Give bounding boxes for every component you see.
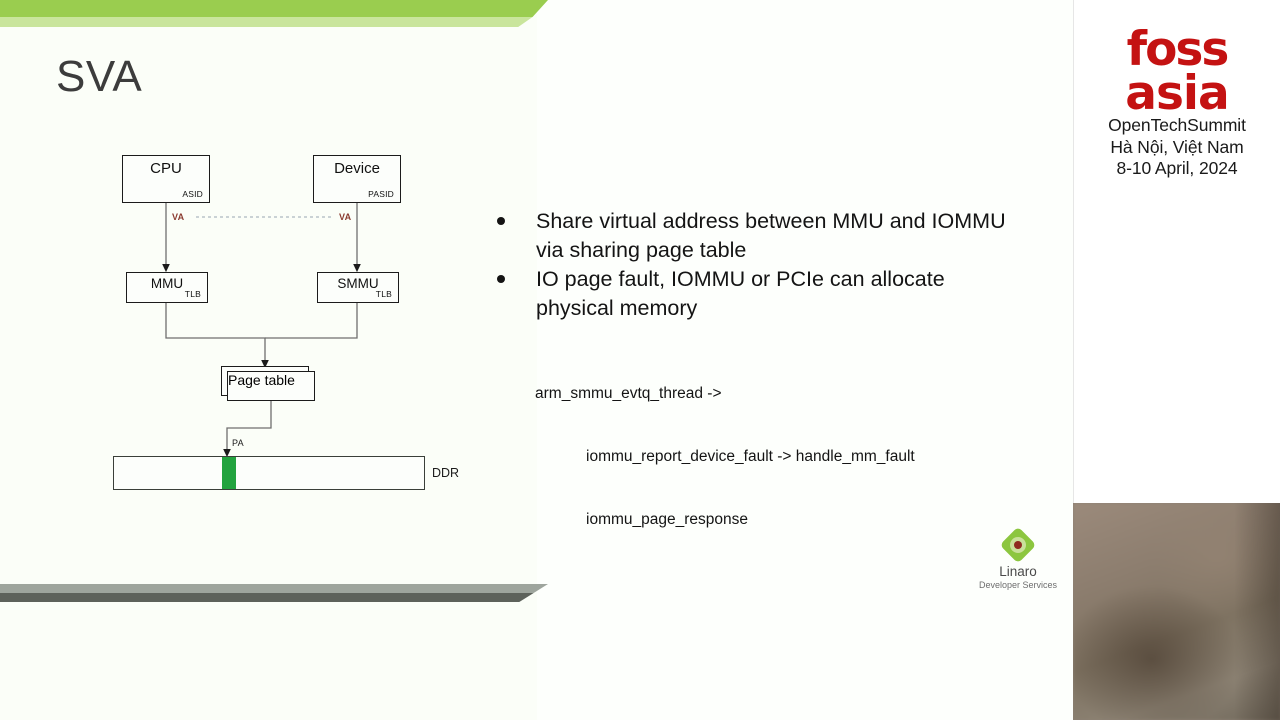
smmu-tlb-label: TLB [375, 289, 392, 299]
fossasia-logo-line-2: asia [1125, 66, 1230, 121]
diagram-box-smmu: SMMU TLB [317, 272, 399, 303]
top-green-banner-shadow [0, 17, 533, 27]
linaro-center-dot [1014, 541, 1022, 549]
ddr-label: DDR [432, 466, 460, 480]
slide-right-wash [537, 0, 1073, 720]
event-location: Hà Nội, Việt Nam [1110, 136, 1244, 157]
bullet-text: IO page fault, IOMMU or PCIe can allocat… [536, 267, 945, 320]
diagram-box-page-table: Page table [227, 371, 315, 401]
device-label: Device [334, 160, 380, 177]
bullet-dot-icon [497, 217, 505, 225]
linaro-name: Linaro [999, 564, 1037, 579]
code-line-2: iommu_report_device_fault -> handle_mm_f… [586, 448, 915, 465]
bullet-item: IO page fault, IOMMU or PCIe can allocat… [495, 265, 1025, 322]
code-line-3: iommu_page_response [586, 511, 748, 528]
diagram-connectors [162, 203, 361, 458]
slide-title: SVA [56, 52, 143, 101]
cpu-label: CPU [150, 160, 182, 177]
mmu-label: MMU [150, 276, 184, 291]
linaro-mark-icon [999, 526, 1037, 564]
bullet-dot-icon [497, 275, 505, 283]
fossasia-logo-line-1: foss [1126, 22, 1230, 77]
speaker-webcam-tile[interactable] [1073, 503, 1280, 720]
linaro-logo: Linaro Developer Services [963, 526, 1073, 591]
bottom-gray-banner-light [0, 584, 548, 593]
slide-canvas: SVA [0, 0, 1073, 720]
linaro-subtitle: Developer Services [978, 580, 1058, 590]
diagram-box-cpu: CPU ASID [122, 155, 210, 203]
pa-label: PA [232, 438, 244, 448]
va-label-left: VA [172, 212, 185, 222]
event-dates: 8-10 April, 2024 [1116, 158, 1238, 178]
event-name: OpenTechSummit [1108, 115, 1246, 135]
call-stack-code-block: arm_smmu_evtq_thread -> iommu_report_dev… [535, 341, 915, 572]
top-green-banner [0, 0, 548, 17]
cpu-asid-label: ASID [182, 189, 203, 199]
va-label-right: VA [339, 212, 352, 222]
ddr-allocated-page [222, 457, 236, 489]
webcam-vignette [1234, 503, 1280, 720]
sva-architecture-diagram: CPU ASID Device PASID VA VA MMU TLB SMMU… [0, 0, 500, 540]
webcam-video-frame [1073, 503, 1280, 720]
diagram-ddr-memory-bar [113, 456, 425, 490]
bottom-gray-banner-dark [0, 593, 534, 602]
mmu-tlb-label: TLB [184, 289, 201, 299]
smmu-label: SMMU [337, 276, 379, 291]
device-pasid-label: PASID [368, 189, 394, 199]
bullet-text: Share virtual address between MMU and IO… [536, 209, 1006, 262]
diagram-box-device: Device PASID [313, 155, 401, 203]
code-line-1: arm_smmu_evtq_thread -> [535, 385, 722, 402]
event-details: OpenTechSummit Hà Nội, Việt Nam 8-10 Apr… [1074, 115, 1280, 180]
page-table-label: Page table [228, 372, 295, 388]
slide-bullet-list: Share virtual address between MMU and IO… [495, 207, 1025, 323]
fossasia-logo: foss asia [1074, 22, 1280, 121]
bullet-item: Share virtual address between MMU and IO… [495, 207, 1025, 264]
diagram-box-mmu: MMU TLB [126, 272, 208, 303]
